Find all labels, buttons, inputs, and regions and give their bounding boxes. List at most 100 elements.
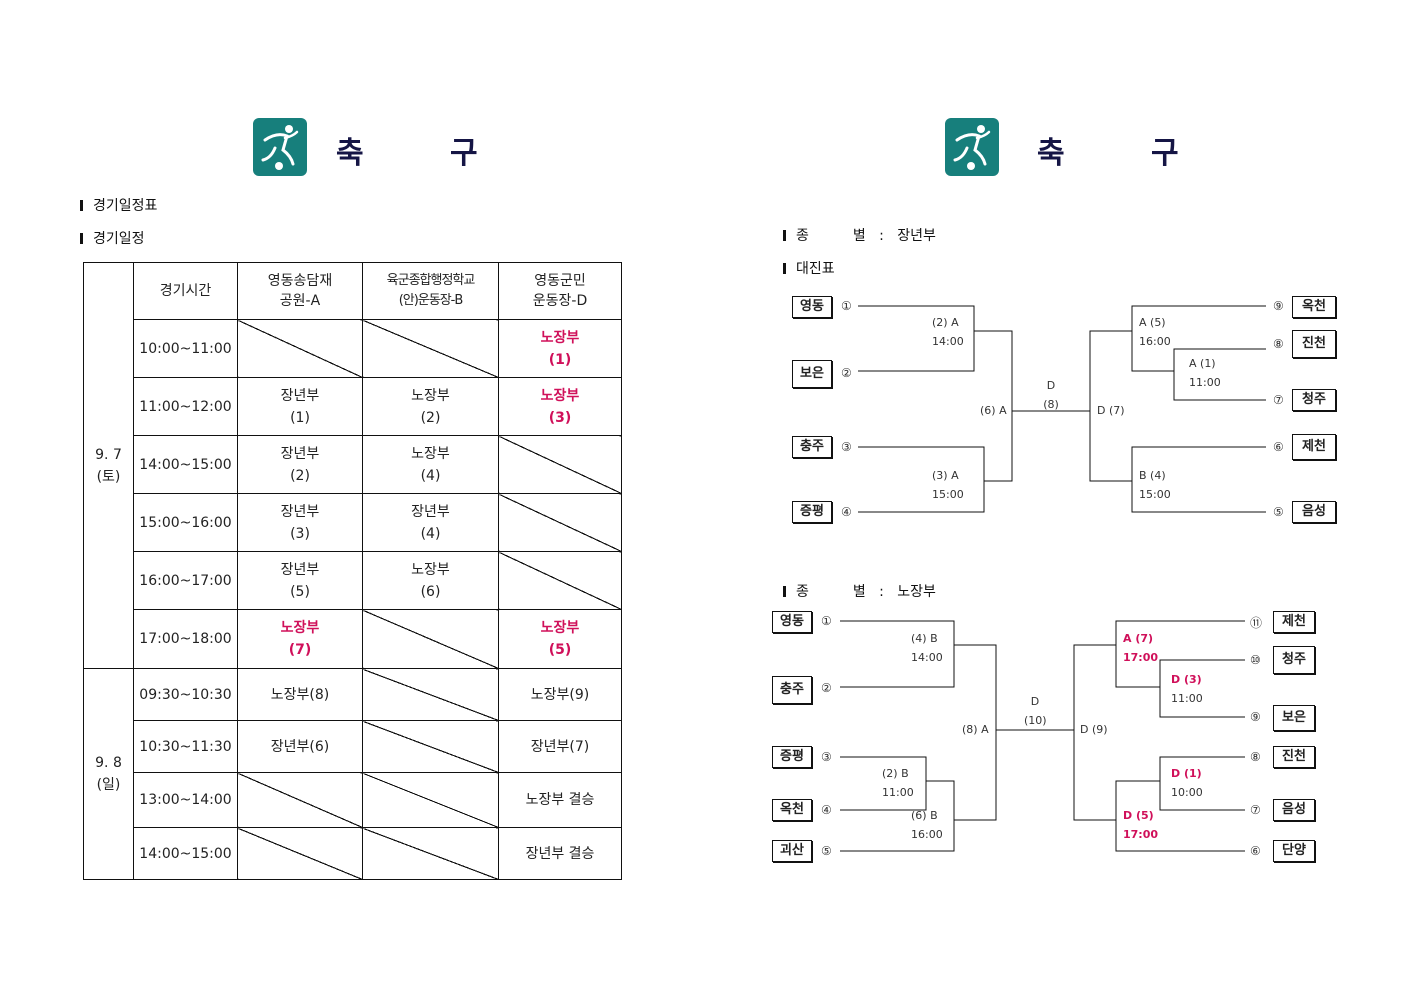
empty-cell: [362, 319, 499, 378]
seed-number: ⑨: [1273, 299, 1284, 313]
match-label: (8) A: [962, 723, 989, 736]
seed-number: ④: [841, 505, 852, 519]
section-label: 대진표: [796, 261, 835, 277]
seed-number: ⑩: [1250, 653, 1261, 667]
time-cell: 13:00~14:00: [133, 772, 238, 828]
team-box: 충주: [792, 436, 832, 458]
seed-number: ②: [841, 366, 852, 380]
team-box: 괴산: [772, 840, 812, 862]
empty-cell: [237, 319, 363, 378]
match-label: D (9): [1080, 723, 1108, 736]
match-label: A (7)17:00: [1123, 632, 1159, 664]
team-box: 옥천: [1292, 296, 1336, 318]
team-box: 청주: [1273, 646, 1315, 674]
match-label: A (1)11:00: [1189, 357, 1221, 389]
section-heading-bracket: 대진표: [783, 258, 835, 278]
soccer-logo: [945, 118, 999, 176]
bullet-bar: [783, 586, 786, 597]
category-value: 노장부: [897, 584, 936, 600]
match-cell: 노장부 (6): [362, 551, 499, 610]
match-cell: 장년부 결승: [498, 827, 622, 880]
match-label: D (5)17:00: [1123, 809, 1159, 841]
match-cell: 노장부 (4): [362, 435, 499, 494]
match-label: D (3)11:00: [1171, 673, 1203, 705]
team-box: 음성: [1273, 799, 1315, 821]
empty-cell: [362, 668, 499, 721]
match-cell: 장년부 (1): [237, 377, 363, 436]
team-box: 제천: [1292, 434, 1336, 460]
match-label: B (4)15:00: [1139, 469, 1171, 501]
match-cell: 노장부(9): [498, 668, 622, 721]
team-box: 영동: [772, 611, 812, 633]
page-title: 축 구: [1037, 136, 1217, 171]
header-venue-d: 영동군민 운동장-D: [498, 262, 622, 320]
seed-number: ⑤: [821, 844, 832, 858]
team-box: 보은: [792, 360, 832, 388]
category-label: 종: [796, 228, 809, 244]
category-value: 장년부: [897, 228, 936, 244]
empty-cell: [237, 772, 363, 828]
match-cell: 노장부 (1): [498, 319, 622, 378]
seed-number: ⑧: [1250, 750, 1261, 764]
match-cell: 노장부 (7): [237, 609, 363, 669]
team-box: 진천: [1292, 330, 1336, 358]
schedule-table: 9. 7 (토) 경기시간 영동송담재 공원-A 육군종합행정학교 (안)운동장…: [83, 262, 622, 880]
final-label: D(8): [1043, 379, 1059, 411]
seed-number: ⑧: [1273, 337, 1284, 351]
team-box: 영동: [792, 296, 832, 318]
header-time: 경기시간: [133, 262, 238, 320]
empty-cell: [498, 435, 622, 494]
empty-cell: [362, 720, 499, 773]
team-box: 진천: [1273, 746, 1315, 768]
match-cell: 노장부 (5): [498, 609, 622, 669]
match-cell: 노장부 결승: [498, 772, 622, 828]
team-box: 증평: [792, 501, 832, 523]
category-label2: 별: [852, 228, 866, 244]
match-cell: 노장부(8): [237, 668, 363, 721]
time-cell: 16:00~17:00: [133, 551, 238, 610]
seed-number: ①: [841, 299, 852, 313]
page-title: 축 구: [336, 136, 516, 171]
section-heading-schedule: 경기일정: [80, 228, 145, 248]
soccer-player-icon: [953, 125, 991, 170]
time-cell: 14:00~15:00: [133, 435, 238, 494]
match-cell: 장년부(7): [498, 720, 622, 773]
section-heading-schedule-table: 경기일정표: [80, 195, 157, 215]
match-label: (6) A: [980, 404, 1007, 417]
empty-cell: [362, 609, 499, 669]
time-cell: 10:00~11:00: [133, 319, 238, 378]
seed-number: ⑨: [1250, 710, 1261, 724]
empty-cell: [362, 772, 499, 828]
category-label2: 별: [852, 584, 866, 600]
empty-cell: [498, 551, 622, 610]
team-box: 충주: [772, 676, 812, 704]
empty-cell: [362, 827, 499, 880]
separator: :: [879, 584, 884, 600]
seed-number: ⑥: [1273, 440, 1284, 454]
final-label: D(10): [1024, 695, 1047, 727]
seed-number: ⑪: [1250, 616, 1263, 630]
empty-cell: [498, 493, 622, 552]
match-cell: 장년부 (4): [362, 493, 499, 552]
match-label: D (1)10:00: [1171, 767, 1203, 799]
match-cell: 장년부 (3): [237, 493, 363, 552]
bullet-bar: [80, 200, 83, 211]
time-cell: 11:00~12:00: [133, 377, 238, 436]
time-cell: 10:30~11:30: [133, 720, 238, 773]
team-box: 보은: [1273, 705, 1315, 731]
bullet-bar: [80, 233, 83, 244]
match-label: A (5)16:00: [1139, 316, 1171, 348]
team-box: 증평: [772, 746, 812, 768]
seed-number: ⑦: [1273, 393, 1284, 407]
team-box: 단양: [1273, 840, 1315, 862]
day-cell: 9. 7 (토): [83, 262, 134, 669]
seed-number: ⑦: [1250, 803, 1261, 817]
seed-number: ⑤: [1273, 505, 1284, 519]
team-box: 청주: [1292, 389, 1336, 411]
